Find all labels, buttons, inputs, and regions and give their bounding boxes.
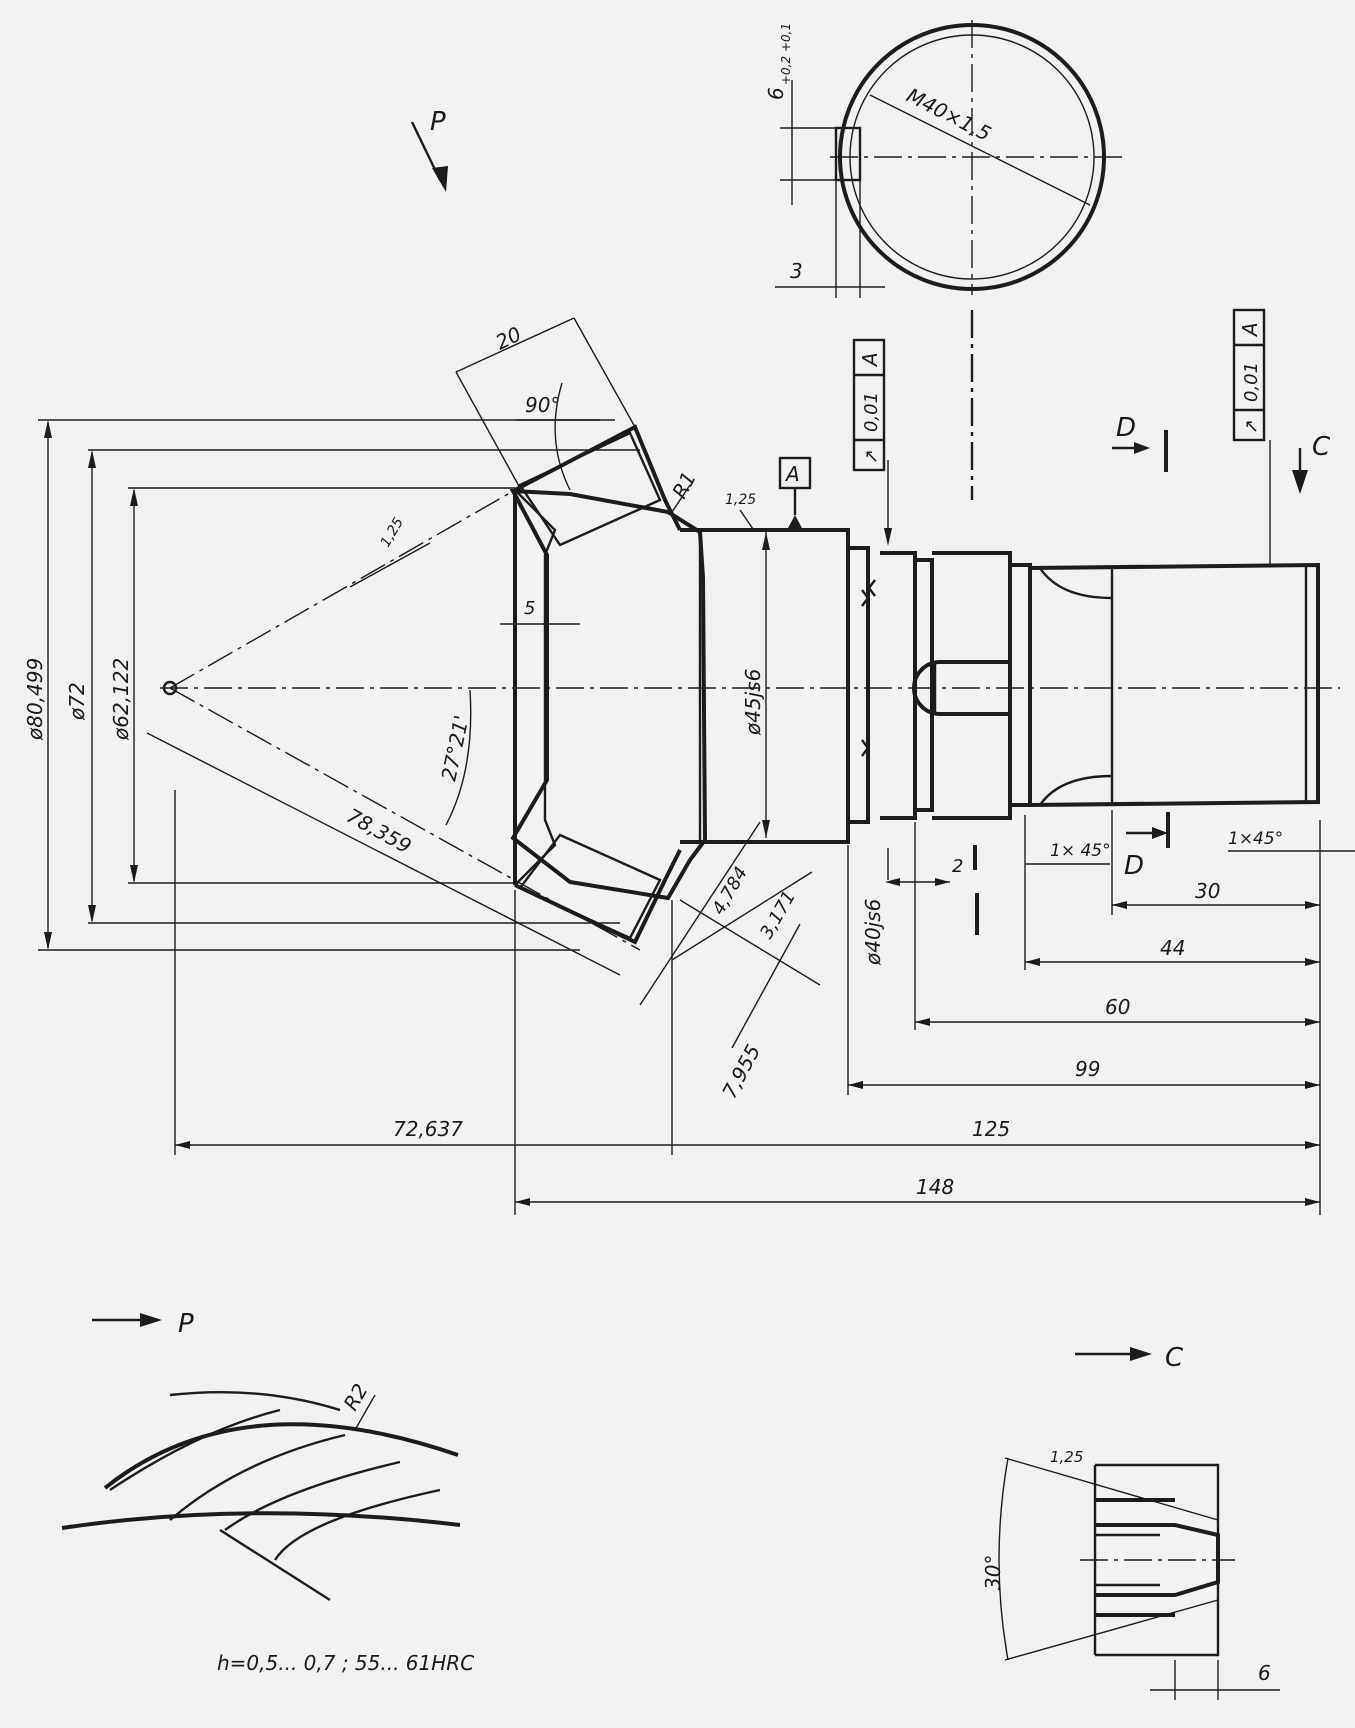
detail-p-label: P <box>178 1309 194 1339</box>
diameter-dimensions: ø80,499 ø72 ø62,122 <box>23 419 640 951</box>
view-c-label: C <box>1312 432 1331 462</box>
dia-72-label: ø72 <box>65 682 89 721</box>
len-99-label: 99 <box>1075 1057 1100 1081</box>
tolerance-frame-1: ↗ 0,01 A <box>852 338 886 472</box>
slot-tolerance-label: +0,2 +0,1 <box>779 23 793 85</box>
main-view <box>146 424 1340 976</box>
section-view: M40×1,5 6 +0,2 +0,1 3 <box>764 20 1122 500</box>
tolerance-frame-2: ↗ 0,01 A <box>1232 308 1266 442</box>
detail-c-label: C <box>1165 1343 1184 1373</box>
dia-40-label: ø40js6 <box>861 899 885 966</box>
dia-45-label: ø45js6 <box>741 669 765 736</box>
tolerance-2-value: 0,01 <box>1241 362 1262 402</box>
len-125-label: 125 <box>972 1117 1010 1141</box>
dia-62-label: ø62,122 <box>109 658 133 741</box>
view-arrows: P C D D <box>410 107 1331 881</box>
r1-label: R1 <box>667 468 701 503</box>
len-5-label: 5 <box>524 598 535 619</box>
len-2-label: 2 <box>952 856 963 877</box>
len-44-label: 44 <box>1160 936 1185 960</box>
angle-30-label: 30° <box>981 1555 1005 1590</box>
tolerance-2-datum: A <box>1238 322 1262 338</box>
view-d-bottom-label: D <box>1124 851 1144 881</box>
chamfer-125-top-label: 1,25 <box>725 492 756 508</box>
len-20-label: 20 <box>492 322 525 355</box>
chamfer-right-label: 1×45° <box>1228 829 1283 849</box>
slot-width-label: 6 <box>764 87 788 100</box>
tolerance-1-value: 0,01 <box>861 392 882 432</box>
dia-80-label: ø80,499 <box>23 658 47 741</box>
tolerance-1-datum: A <box>858 352 882 368</box>
view-p-label: P <box>430 107 446 137</box>
slot-depth-label: 3 <box>790 259 803 283</box>
len-148-label: 148 <box>916 1175 954 1199</box>
chamfer-125-left-label: 1,25 <box>378 515 407 550</box>
detail-c: C 30° 1,25 6 <box>981 1343 1280 1700</box>
len-3171-label: 3,171 <box>756 887 800 942</box>
detail-p: P R2 h=0,5... 0,7 ; 55... 61HRC <box>61 1309 474 1675</box>
angle-90-label: 90° <box>525 393 560 417</box>
len-72-label: 72,637 <box>393 1117 463 1141</box>
hardening-note: h=0,5... 0,7 ; 55... 61HRC <box>217 1651 474 1675</box>
shaft-dimensions: ø45js6 1,25 A ø40js6 2 1× 45° 1×45° 30 4… <box>174 456 1355 1215</box>
len-60-label: 60 <box>1105 995 1130 1019</box>
len-7955-label: 7,955 <box>717 1041 765 1103</box>
tolerance-2-symbol: ↗ <box>1241 419 1262 434</box>
len-30-label: 30 <box>1195 879 1220 903</box>
len-6-label: 6 <box>1258 1661 1271 1685</box>
chamfer-left-label: 1× 45° <box>1050 841 1111 861</box>
datum-a-label: A <box>784 462 800 486</box>
thread-label: M40×1,5 <box>903 83 995 146</box>
tolerance-1-symbol: ↗ <box>861 449 882 464</box>
len-78-label: 78,359 <box>343 803 416 858</box>
chamfer-125-detail-label: 1,25 <box>1050 1448 1083 1466</box>
view-d-top-label: D <box>1116 413 1136 443</box>
